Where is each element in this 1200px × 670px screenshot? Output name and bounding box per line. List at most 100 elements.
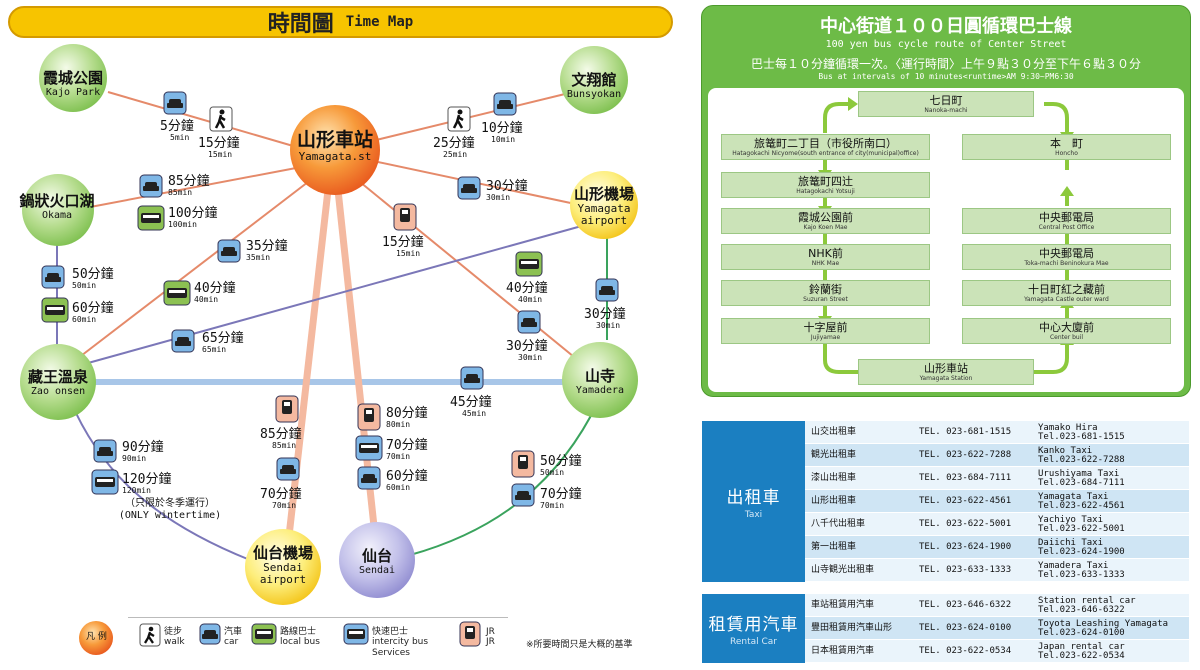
- time-map: 時間圖 Time Map: [8, 6, 673, 658]
- sendai-circle: [339, 522, 415, 598]
- car-icon: [171, 329, 195, 353]
- car-icon: [139, 174, 163, 198]
- train-icon: [393, 203, 417, 231]
- car-icon: [276, 457, 300, 481]
- station-airport: 山形機場 Yamagata airport: [573, 185, 634, 227]
- legend-title: 凡 例: [86, 632, 107, 642]
- car-icon: [517, 310, 541, 334]
- map-title-en: Time Map: [345, 14, 414, 30]
- station-kajo: 霞城公園 Kajo Park: [42, 69, 103, 98]
- car-icon: [199, 623, 221, 645]
- car-icon: [460, 366, 484, 390]
- local-bus-icon: [251, 623, 277, 645]
- local-bus-icon: [41, 297, 69, 323]
- bus-interval: 巴士每１０分鐘循環一次。〈運行時間〉上午９點３０分至下午６點３０分: [750, 57, 1141, 71]
- local-bus-icon: [515, 251, 543, 277]
- car-icon: [595, 278, 619, 302]
- station-sendai: 仙台 Sendai: [358, 547, 396, 576]
- bus-lines: [56, 221, 597, 561]
- train-icon: [511, 450, 535, 478]
- bus-subtitle: 100 yen bus cycle route of Center Street: [825, 39, 1067, 50]
- station-sendai-airport: 仙台機場 Sendai airport: [252, 544, 313, 586]
- express-bus-icon: [91, 469, 119, 495]
- car-icon: [511, 483, 535, 507]
- winter-note: （只限於冬季運行） (ONLY wintertime): [118, 498, 222, 521]
- yamadera-circle: [562, 342, 638, 418]
- express-bus-icon: [355, 435, 383, 461]
- car-icon: [93, 439, 117, 463]
- kajo-circle: [39, 44, 107, 112]
- local-bus-icon: [163, 280, 191, 306]
- okama-circle: [22, 174, 94, 246]
- train-icon: [357, 403, 381, 431]
- bus-title: 中心街道１００日圓循環巴士線: [820, 16, 1072, 37]
- airport-circle: [570, 171, 638, 239]
- legend-note: ※所要時間只是大概的基準: [526, 640, 633, 650]
- station-okama: 鍋狀火口湖 Okama: [19, 192, 95, 221]
- transport-icons: [41, 91, 619, 507]
- legend-icons: [139, 621, 481, 647]
- car-icon: [217, 239, 241, 263]
- sendai-airport-circle: [245, 529, 321, 605]
- jr-line-sendai: [334, 189, 380, 546]
- map-title-zh: 時間圖: [267, 12, 334, 37]
- car-icon: [163, 91, 187, 115]
- station-yamadera: 山寺 Yamadera: [575, 367, 625, 396]
- local-bus-icon: [137, 205, 165, 231]
- yamagata-station-circle: [290, 105, 380, 195]
- zao-circle: [20, 344, 96, 420]
- express-bus-icon: [343, 623, 369, 645]
- car-icon: [493, 92, 517, 116]
- car-icon: [357, 466, 381, 490]
- walk-icon: [447, 106, 471, 132]
- map-title-banner: 時間圖 Time Map: [8, 6, 673, 38]
- bus-interval-en: Bus at intervals of 10 minutes<runtime>A…: [818, 72, 1074, 81]
- car-icon: [457, 176, 481, 200]
- train-icon: [459, 621, 481, 647]
- station-yamagata: 山形車站 Yamagata.st: [296, 129, 373, 163]
- bus-stop: 旅篭町二丁目（市役所南口）Hatagokachi Nicyome(south e…: [721, 134, 930, 160]
- train-icon: [275, 395, 299, 423]
